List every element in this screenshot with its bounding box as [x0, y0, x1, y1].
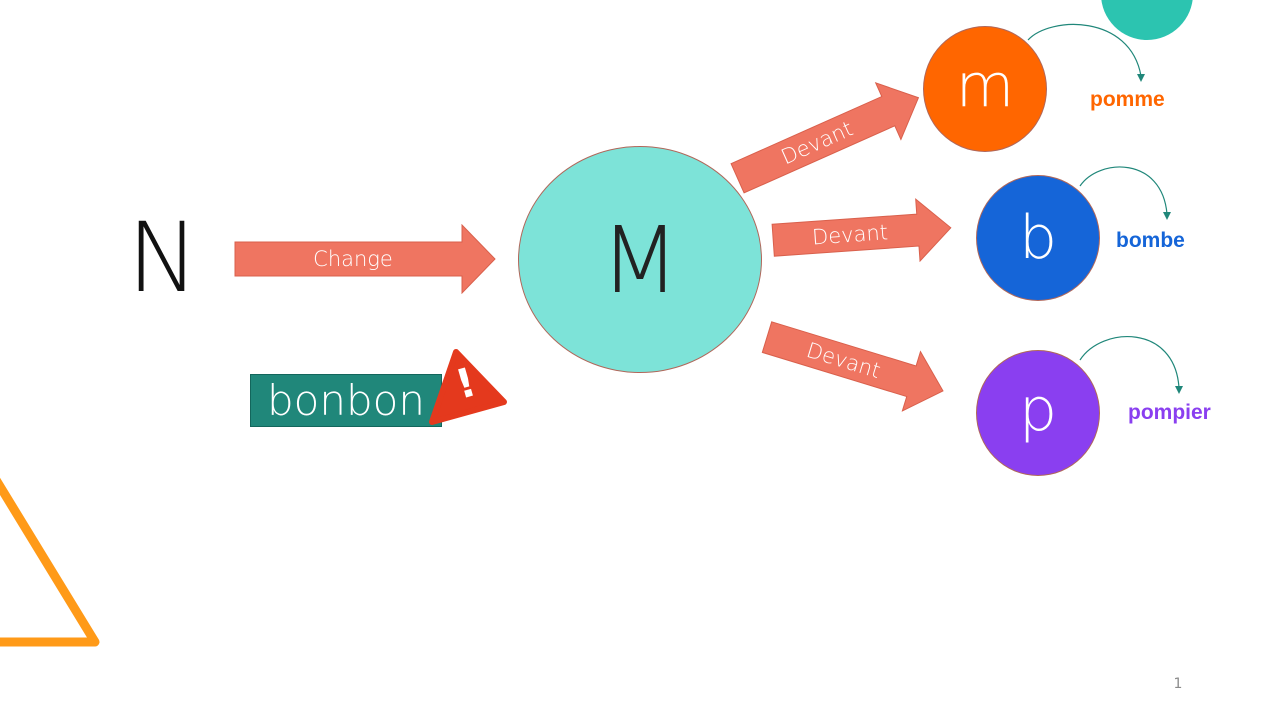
branch-letter-b: b: [1018, 203, 1058, 273]
before-arrow-bottom-label: Devant: [803, 337, 884, 384]
before-arrow-top-shape: [730, 81, 920, 194]
before-arrow-middle-label: Devant: [811, 220, 889, 250]
branch-word-p: pompier: [1128, 401, 1211, 424]
before-arrow-top: Devant: [724, 68, 933, 208]
branch-circle-p: p: [976, 350, 1100, 476]
before-arrow-bottom: Devant: [757, 306, 954, 422]
before-arrow-middle: Devant: [770, 196, 954, 272]
center-circle: [518, 146, 762, 373]
before-arrow-middle-shape: [771, 198, 952, 263]
branch-circle-m: m: [923, 26, 1047, 152]
warning-icon: [429, 349, 507, 425]
before-arrow-bottom-shape: [761, 321, 944, 412]
change-arrow-shape: [234, 224, 496, 294]
warning-word: bonbon: [267, 375, 425, 425]
curve-arrow-p: [1079, 335, 1183, 394]
before-arrow-top-label: Devant: [777, 116, 857, 170]
orange-triangle-decoration: [0, 477, 100, 647]
source-letter: N: [127, 202, 199, 314]
branch-word-m: pomme: [1090, 88, 1165, 111]
branch-word-b: bombe: [1116, 229, 1185, 252]
center-letter: M: [600, 206, 680, 314]
change-arrow-label: Change: [313, 247, 393, 271]
branch-letter-m: m: [955, 51, 1015, 121]
change-arrow: Change: [234, 224, 496, 294]
curve-arrow-b: [1079, 166, 1171, 220]
branch-circle-b: b: [976, 175, 1100, 301]
page-number: 1: [1173, 676, 1183, 692]
curve-arrow-m: [1027, 23, 1145, 82]
branch-letter-p: p: [1018, 375, 1058, 445]
